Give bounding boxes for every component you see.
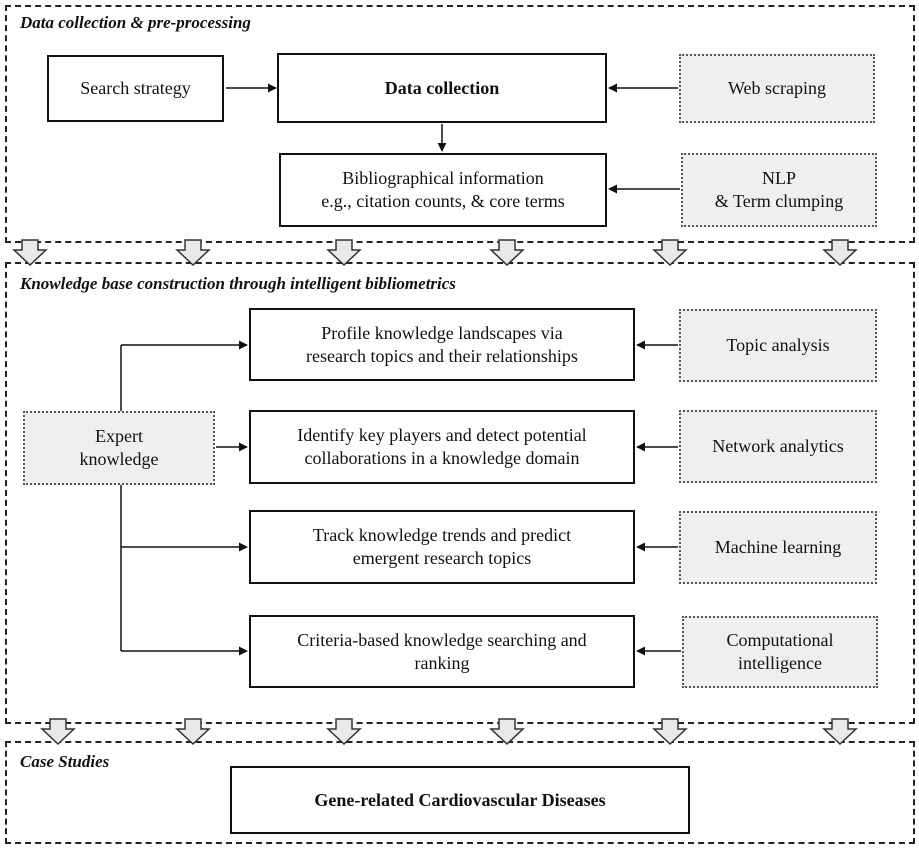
task-line1: Profile knowledge landscapes via [321,322,563,343]
nlp-line2: & Term clumping [714,191,844,211]
bibliographical-information-line2: e.g., citation counts, & core terms [321,191,565,211]
expert-knowledge-box: Expert knowledge [23,411,215,485]
method-line1: Network analytics [712,436,844,456]
data-collection-box: Data collection [277,53,607,123]
expert-knowledge-connector [120,340,248,656]
task-line2: research topics and their relationships [306,345,578,366]
web-scraping-label: Web scraping [727,78,826,98]
flow-arrows-row-1 [13,239,857,266]
case-studies-section [5,741,915,844]
method-box-machine-learning: Machine learning [679,511,877,584]
data-collection-section [5,5,915,243]
data-collection-section-title: Data collection & pre-processing [20,13,251,32]
search-strategy-box: Search strategy [47,55,224,122]
case-studies-section-title: Case Studies [20,752,110,771]
task-line2: emergent research topics [352,548,532,568]
task-line1: Track knowledge trends and predict [312,525,572,545]
case-study-box: Gene-related Cardiovascular Diseases [230,766,690,834]
knowledge-base-section [5,262,915,724]
case-study-label: Gene-related Cardiovascular Diseases [314,789,606,810]
task-line2: ranking [414,652,470,673]
task-box-identify-key-players: Identify key players and detect potentia… [249,410,635,484]
method-box-network-analytics: Network analytics [679,410,877,483]
data-collection-label: Data collection [384,77,500,98]
expert-knowledge-line2: knowledge [79,449,159,469]
task-line1: Criteria-based knowledge searching and [297,629,587,650]
bibliographical-information-line1: Bibliographical information [342,168,544,188]
method-to-task-arrows [636,340,681,656]
method-box-computational-intelligence: Computational intelligence [682,616,878,688]
search-strategy-label: Search strategy [80,78,191,98]
method-line2: intelligence [738,653,822,673]
bibliographical-information-box: Bibliographical information e.g., citati… [279,153,607,227]
task-line2: collaborations in a knowledge domain [304,448,580,468]
task-box-track-trends: Track knowledge trends and predict emerg… [249,510,635,584]
nlp-term-clumping-box: NLP & Term clumping [681,153,877,227]
method-box-topic-analysis: Topic analysis [679,309,877,382]
flow-arrows-row-2 [41,718,857,745]
task-box-criteria-ranking: Criteria-based knowledge searching and r… [249,615,635,688]
method-line1: Topic analysis [726,335,830,355]
method-line1: Machine learning [714,537,842,557]
knowledge-base-section-title: Knowledge base construction through inte… [20,274,456,293]
web-scraping-box: Web scraping [679,54,875,123]
task-box-profile-landscapes: Profile knowledge landscapes via researc… [249,308,635,381]
method-line1: Computational [726,630,834,650]
nlp-line1: NLP [761,168,796,188]
task-line1: Identify key players and detect potentia… [297,425,587,445]
expert-knowledge-line1: Expert [95,426,143,446]
